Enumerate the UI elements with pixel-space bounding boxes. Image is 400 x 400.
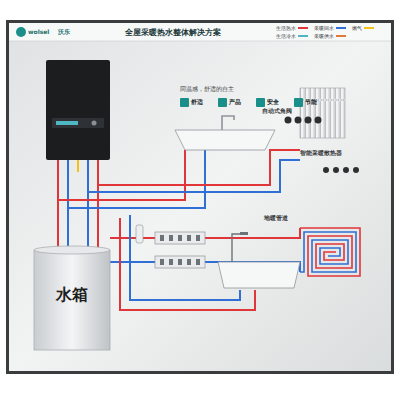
- legend-swatch: [336, 35, 346, 37]
- legend-item: 燃气: [352, 25, 374, 31]
- legend-swatch: [298, 35, 308, 37]
- icon-square: [294, 98, 303, 107]
- legend-text: 燃气: [352, 25, 362, 31]
- icon-square: [180, 98, 189, 107]
- water-tank-label: 水箱: [56, 285, 88, 306]
- icon-label: 节能: [305, 98, 317, 107]
- label: 智能采暖散热器: [300, 150, 342, 157]
- icon-square: [256, 98, 265, 107]
- legend-text: 采暖供水: [314, 33, 334, 39]
- feature-icon: 节能: [294, 98, 317, 107]
- icon-square: [218, 98, 227, 107]
- label: 沃乐: [58, 28, 70, 37]
- label: 同温感，舒适的自主: [180, 86, 234, 93]
- legend-swatch: [336, 27, 346, 29]
- legend-swatch: [364, 27, 374, 29]
- feature-icon: 安全: [256, 98, 279, 107]
- legend-item: 采暖供水: [314, 33, 346, 39]
- feature-icon: 产品: [218, 98, 241, 107]
- label: 地暖管道: [264, 214, 288, 223]
- label: 自动式角阀: [262, 108, 292, 115]
- legend-item: 生活冷水: [276, 33, 308, 39]
- icon-label: 舒适: [191, 98, 203, 107]
- feature-icon: 舒适: [180, 98, 203, 107]
- legend-text: 生活冷水: [276, 33, 296, 39]
- label: wolsel: [28, 28, 49, 35]
- tank-text: 水箱: [56, 285, 88, 306]
- legend-item: 生活热水: [276, 25, 308, 31]
- legend-text: 采暖回水: [314, 25, 334, 31]
- icon-label: 安全: [267, 98, 279, 107]
- icon-label: 产品: [229, 98, 241, 107]
- title: 全屋采暖热水整体解决方案: [125, 27, 221, 38]
- legend-swatch: [298, 27, 308, 29]
- legend-text: 生活热水: [276, 25, 296, 31]
- legend-item: 采暖回水: [314, 25, 346, 31]
